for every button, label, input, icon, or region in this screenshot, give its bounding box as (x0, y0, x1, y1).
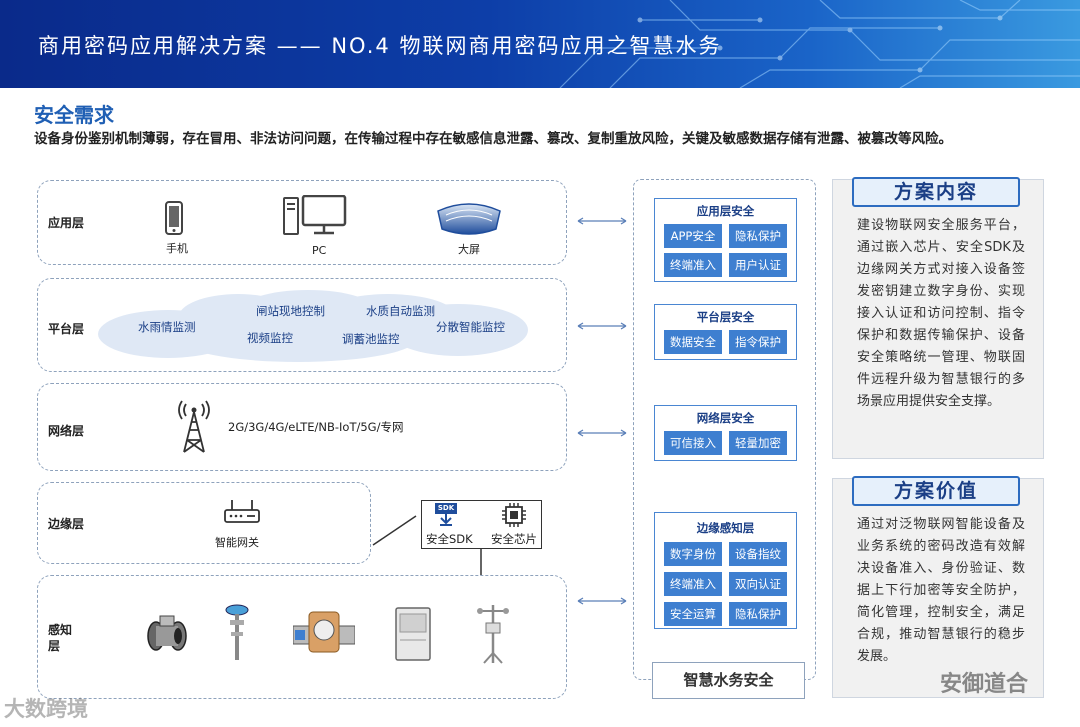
antenna-tower-icon (178, 400, 210, 453)
chip-command-protect: 指令保护 (729, 330, 787, 354)
layer-label-network: 网络层 (48, 424, 85, 438)
big-screen-icon (437, 203, 501, 235)
layer-label-edge: 边缘层 (48, 517, 85, 531)
platform-item: 调蓄池监控 (342, 332, 400, 346)
platform-security-title: 平台层安全 (696, 310, 755, 324)
app-security-title: 应用层安全 (696, 204, 755, 218)
chip-secure-compute: 安全运算 (664, 602, 722, 626)
arrow-sensing (577, 597, 627, 605)
chip-app-security: APP安全 (664, 224, 722, 248)
platform-security-box: 平台层安全 数据安全 指令保护 (654, 304, 797, 360)
cabinet-icon (395, 607, 431, 661)
platform-item: 水雨情监测 (138, 320, 196, 334)
download-arrow-icon (440, 514, 452, 526)
arrow-platform (577, 322, 627, 330)
pc-icon (283, 195, 347, 235)
layer-network (37, 383, 567, 471)
chip-terminal-access: 终端准入 (664, 253, 722, 277)
caption-pc: PC (312, 244, 327, 257)
platform-item: 分散智能监控 (436, 320, 505, 334)
arrow-network (577, 429, 627, 437)
chip-terminal-access: 终端准入 (664, 572, 722, 596)
solution-value-title: 方案价值 (852, 476, 1020, 506)
layer-label-app: 应用层 (48, 216, 85, 230)
solution-value-panel: 方案价值 通过对泛物联网智能设备及业务系统的密码改造有效解决设备准入、身份验证、… (832, 476, 1044, 698)
chip-digital-identity: 数字身份 (664, 542, 722, 566)
network-security-box: 网络层安全 可信接入 轻量加密 (654, 405, 797, 461)
intro-text: 设备身份鉴别机制薄弱，存在冒用、非法访问问题，在传输过程中存在敏感信息泄露、篡改… (34, 131, 952, 147)
network-standards: 2G/3G/4G/eLTE/NB-IoT/5G/专网 (228, 420, 404, 434)
edge-security-box: 边缘感知层 数字身份 设备指纹 终端准入 双向认证 安全运算 隐私保护 (654, 512, 797, 629)
page-title: 商用密码应用解决方案 —— NO.4 物联网商用密码应用之智慧水务 (38, 34, 722, 58)
watermark-left: 大数跨境 (4, 697, 88, 721)
connector-vertical (480, 549, 482, 576)
level-sensor-icon (225, 604, 249, 660)
layer-edge (37, 482, 371, 564)
caption-phone: 手机 (166, 242, 188, 255)
solution-content-panel: 方案内容 建设物联网安全服务平台，通过嵌入芯片、安全SDK及边缘网关方式对接入设… (832, 177, 1044, 459)
arrow-app (577, 217, 627, 225)
layer-label-platform: 平台层 (48, 322, 85, 336)
chip-light-encryption: 轻量加密 (729, 431, 787, 455)
platform-item: 闸站现地控制 (256, 304, 325, 318)
gateway-icon (224, 500, 260, 523)
layer-label-sensing: 感知层 (48, 623, 73, 653)
chip-trusted-access: 可信接入 (664, 431, 722, 455)
chip-privacy: 隐私保护 (729, 224, 787, 248)
security-chip-icon (502, 503, 526, 527)
flow-meter-icon (147, 615, 187, 651)
watermark-right: 安御道合 (940, 672, 1029, 697)
solution-value-text: 通过对泛物联网智能设备及业务系统的密码改造有效解决设备准入、身份验证、数据上下行… (857, 517, 1025, 664)
caption-gateway: 智能网关 (215, 536, 259, 549)
network-security-title: 网络层安全 (696, 411, 755, 425)
caption-sdk: 安全SDK (426, 532, 473, 546)
app-security-box: 应用层安全 APP安全 隐私保护 终端准入 用户认证 (654, 198, 797, 282)
weather-station-icon (477, 605, 509, 664)
edge-security-title: 边缘感知层 (696, 521, 755, 535)
smart-water-security-label: 智慧水务安全 (652, 662, 805, 699)
solution-content-title: 方案内容 (852, 177, 1020, 207)
platform-item: 视频监控 (247, 331, 293, 345)
cloud-shape (98, 290, 528, 362)
solution-content-text: 建设物联网安全服务平台，通过嵌入芯片、安全SDK及边缘网关方式对接入设备签发密钥… (857, 218, 1025, 409)
sdk-icon: SDK (435, 503, 457, 514)
section-title: 安全需求 (34, 103, 114, 127)
circuit-decoration (559, 0, 1080, 88)
chip-privacy: 隐私保护 (729, 602, 787, 626)
header-banner: 商用密码应用解决方案 —— NO.4 物联网商用密码应用之智慧水务 (0, 0, 1080, 88)
connector-lines (372, 515, 417, 546)
chip-mutual-auth: 双向认证 (729, 572, 787, 596)
caption-big-screen: 大屏 (458, 243, 480, 256)
platform-item: 水质自动监测 (366, 304, 435, 318)
water-meter-icon (293, 611, 355, 653)
phone-icon (165, 201, 183, 235)
chip-user-auth: 用户认证 (729, 253, 787, 277)
chip-data-security: 数据安全 (664, 330, 722, 354)
chip-device-fingerprint: 设备指纹 (729, 542, 787, 566)
caption-chip: 安全芯片 (491, 532, 537, 546)
